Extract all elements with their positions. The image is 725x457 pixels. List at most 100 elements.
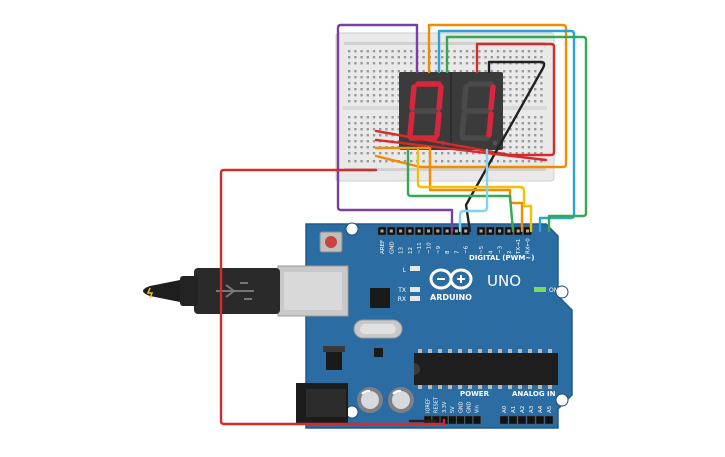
breadboard-hole[interactable] [391, 88, 394, 91]
breadboard-hole[interactable] [385, 76, 388, 79]
breadboard-hole[interactable] [540, 128, 543, 131]
seven-segment-display[interactable] [399, 72, 503, 150]
breadboard-hole[interactable] [509, 76, 512, 79]
breadboard-hole[interactable] [403, 50, 407, 53]
breadboard-hole[interactable] [397, 50, 400, 53]
breadboard-hole[interactable] [348, 50, 351, 53]
breadboard-hole[interactable] [453, 56, 456, 59]
breadboard-hole[interactable] [459, 50, 462, 53]
breadboard-hole[interactable] [354, 160, 357, 163]
power-pin[interactable] [464, 415, 473, 425]
breadboard-hole[interactable] [534, 116, 537, 119]
breadboard-hole[interactable] [509, 94, 512, 97]
breadboard-hole[interactable] [385, 70, 388, 73]
breadboard-hole[interactable] [521, 128, 524, 131]
breadboard-hole[interactable] [354, 152, 357, 155]
breadboard-hole[interactable] [503, 146, 506, 149]
breadboard-hole[interactable] [391, 82, 394, 85]
breadboard-hole[interactable] [422, 152, 425, 155]
breadboard-hole[interactable] [385, 160, 388, 163]
breadboard-hole[interactable] [379, 134, 382, 137]
breadboard-hole[interactable] [410, 50, 413, 53]
breadboard-hole[interactable] [540, 56, 543, 59]
breadboard-hole[interactable] [434, 50, 438, 53]
breadboard-hole[interactable] [391, 76, 394, 79]
breadboard-hole[interactable] [348, 88, 351, 91]
breadboard-hole[interactable] [515, 100, 518, 103]
breadboard-hole[interactable] [391, 94, 394, 97]
breadboard-hole[interactable] [540, 140, 543, 143]
breadboard-hole[interactable] [372, 62, 376, 65]
breadboard-hole[interactable] [521, 140, 524, 143]
breadboard-hole[interactable] [503, 70, 506, 73]
breadboard-hole[interactable] [484, 70, 487, 73]
breadboard-hole[interactable] [521, 94, 524, 97]
breadboard-hole[interactable] [385, 56, 388, 59]
breadboard-hole[interactable] [509, 82, 512, 85]
breadboard-hole[interactable] [459, 70, 462, 73]
breadboard-hole[interactable] [447, 70, 450, 73]
breadboard-hole[interactable] [540, 82, 543, 85]
breadboard-hole[interactable] [503, 94, 506, 97]
breadboard-hole[interactable] [521, 76, 524, 79]
breadboard-hole[interactable] [540, 152, 543, 155]
breadboard-hole[interactable] [354, 50, 357, 53]
breadboard-hole[interactable] [534, 100, 537, 103]
breadboard-hole[interactable] [534, 122, 537, 125]
breadboard-hole[interactable] [397, 128, 400, 131]
breadboard-hole[interactable] [372, 152, 376, 155]
breadboard-hole[interactable] [441, 160, 444, 163]
breadboard-hole[interactable] [354, 128, 357, 131]
breadboard-hole[interactable] [348, 160, 351, 163]
breadboard-hole[interactable] [372, 116, 376, 119]
breadboard-hole[interactable] [434, 56, 438, 59]
breadboard-hole[interactable] [366, 134, 369, 137]
breadboard-hole[interactable] [503, 100, 506, 103]
breadboard-hole[interactable] [453, 152, 456, 155]
breadboard-hole[interactable] [509, 88, 512, 91]
breadboard-hole[interactable] [503, 160, 506, 163]
breadboard-hole[interactable] [372, 100, 376, 103]
wire-orange[interactable] [374, 23, 568, 169]
breadboard-hole[interactable] [515, 122, 518, 125]
breadboard-hole[interactable] [527, 146, 531, 149]
breadboard-hole[interactable] [527, 56, 531, 59]
breadboard-hole[interactable] [534, 94, 537, 97]
breadboard-hole[interactable] [372, 122, 376, 125]
breadboard-hole[interactable] [534, 88, 537, 91]
breadboard-hole[interactable] [391, 50, 394, 53]
breadboard-hole[interactable] [385, 122, 388, 125]
breadboard-hole[interactable] [354, 146, 357, 149]
breadboard-hole[interactable] [540, 50, 543, 53]
breadboard-hole[interactable] [366, 122, 369, 125]
breadboard-hole[interactable] [348, 140, 351, 143]
breadboard-hole[interactable] [472, 152, 475, 155]
breadboard-hole[interactable] [366, 128, 369, 131]
breadboard-hole[interactable] [503, 76, 506, 79]
breadboard-hole[interactable] [366, 116, 369, 119]
breadboard-hole[interactable] [521, 56, 524, 59]
breadboard-hole[interactable] [403, 62, 407, 65]
breadboard-hole[interactable] [515, 146, 518, 149]
breadboard-hole[interactable] [348, 122, 351, 125]
breadboard-hole[interactable] [534, 76, 537, 79]
breadboard-hole[interactable] [540, 94, 543, 97]
breadboard-hole[interactable] [515, 140, 518, 143]
breadboard-hole[interactable] [391, 116, 394, 119]
power-pin[interactable] [472, 415, 481, 425]
breadboard-hole[interactable] [366, 94, 369, 97]
breadboard-hole[interactable] [465, 160, 469, 163]
analog-pin[interactable] [544, 415, 554, 425]
breadboard-hole[interactable] [515, 160, 518, 163]
breadboard-hole[interactable] [354, 56, 357, 59]
breadboard-hole[interactable] [540, 100, 543, 103]
analog-pin[interactable] [535, 415, 545, 425]
breadboard-hole[interactable] [441, 56, 444, 59]
breadboard-hole[interactable] [509, 116, 512, 119]
wire-green[interactable] [445, 35, 588, 233]
breadboard-hole[interactable] [410, 160, 413, 163]
breadboard-hole[interactable] [403, 152, 407, 155]
breadboard-hole[interactable] [534, 146, 537, 149]
breadboard-hole[interactable] [360, 116, 363, 119]
breadboard-hole[interactable] [348, 70, 351, 73]
